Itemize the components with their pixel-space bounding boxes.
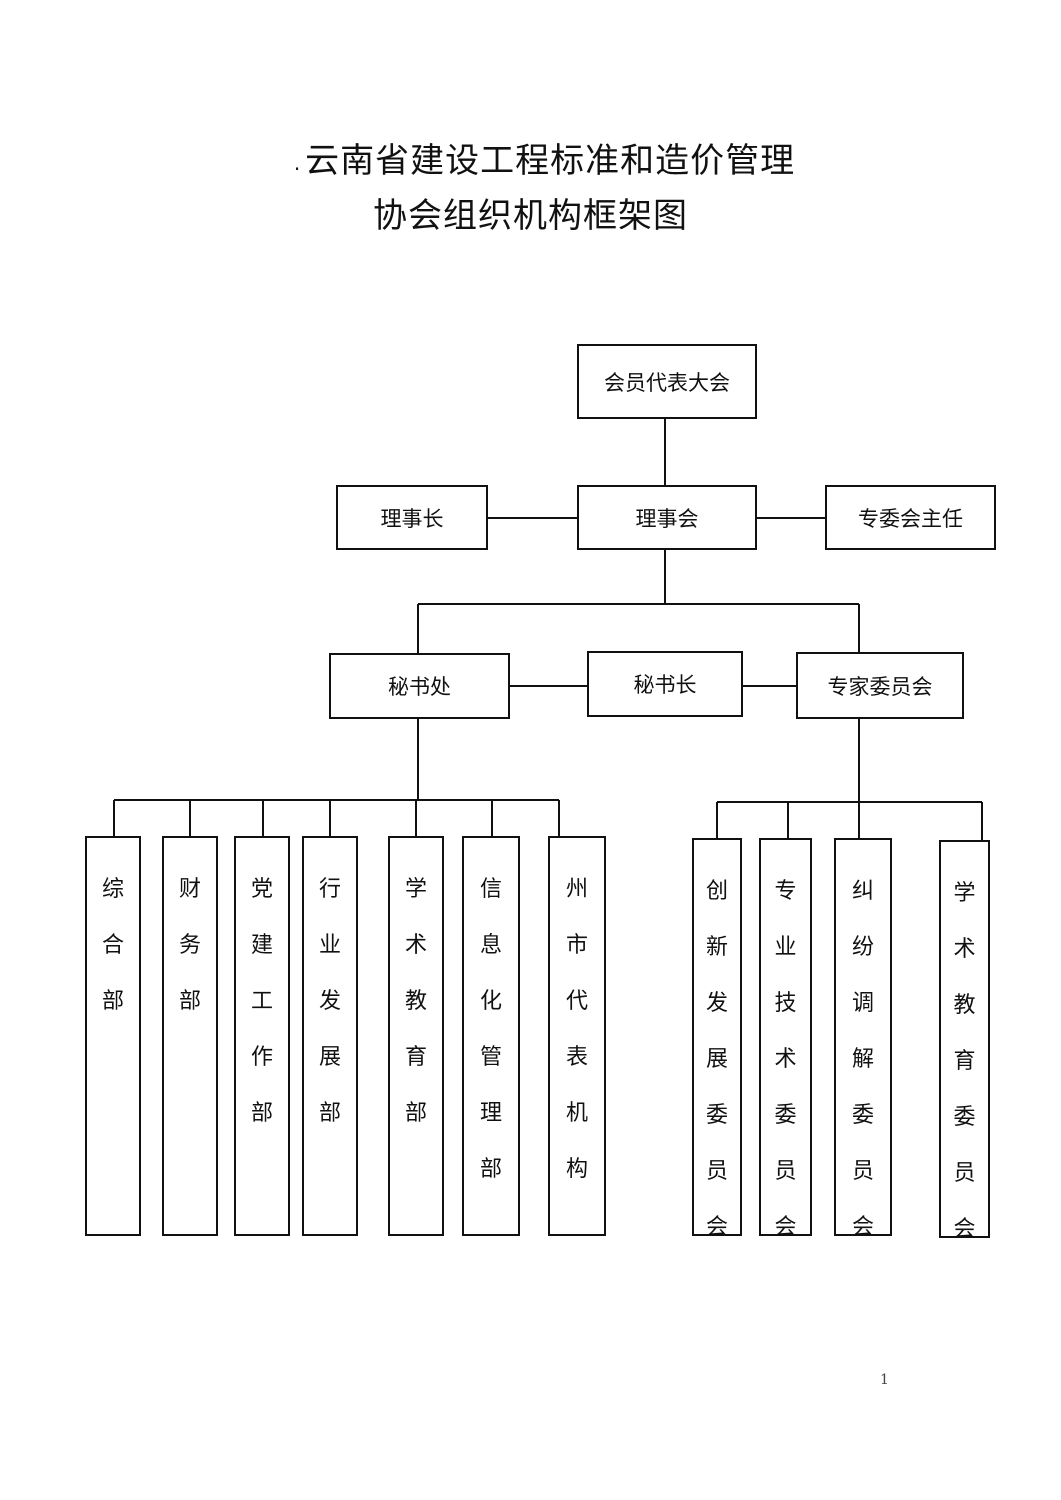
vertical-char: 表 xyxy=(565,1045,588,1070)
node-committee-director: 专委会主任 xyxy=(825,485,996,550)
committee-label: 创新发展委员会 xyxy=(694,864,740,1256)
vertical-char: 纷 xyxy=(851,935,874,960)
vertical-char: 部 xyxy=(404,1101,427,1126)
dept-box-7: 州市代表机构 xyxy=(548,836,606,1236)
dept-label: 信息化管理部 xyxy=(464,862,518,1198)
vertical-char: 理 xyxy=(479,1101,502,1126)
vertical-char: 机 xyxy=(565,1101,588,1126)
vertical-char: 员 xyxy=(774,1159,797,1184)
vertical-char: 育 xyxy=(953,1049,976,1074)
vertical-char: 建 xyxy=(250,933,273,958)
node-council: 理事会 xyxy=(577,485,757,550)
vertical-char: 展 xyxy=(705,1047,728,1072)
node-secretariat: 秘书处 xyxy=(329,653,510,719)
vertical-char: 财 xyxy=(178,877,201,902)
vertical-char: 会 xyxy=(774,1215,797,1240)
page-number: 1 xyxy=(880,1372,889,1388)
vertical-char: 教 xyxy=(953,993,976,1018)
committee-label: 学术教育委员会 xyxy=(941,866,988,1258)
page-title-line-2: 协会组织机构框架图 xyxy=(373,196,688,236)
vertical-char: 会 xyxy=(705,1215,728,1240)
title-text-1: 云南省建设工程标准和造价管理 xyxy=(305,141,796,181)
vertical-char: 学 xyxy=(404,877,427,902)
vertical-char: 部 xyxy=(318,1101,341,1126)
vertical-char: 行 xyxy=(318,877,341,902)
vertical-char: 业 xyxy=(774,935,797,960)
vertical-char: 术 xyxy=(404,933,427,958)
dept-box-5: 学术教育部 xyxy=(388,836,444,1236)
vertical-char: 育 xyxy=(404,1045,427,1070)
dept-label: 财务部 xyxy=(164,862,216,1030)
vertical-char: 市 xyxy=(565,933,588,958)
vertical-char: 务 xyxy=(178,933,201,958)
vertical-char: 部 xyxy=(479,1157,502,1182)
vertical-char: 发 xyxy=(318,989,341,1014)
vertical-char: 纠 xyxy=(851,879,874,904)
vertical-char: 构 xyxy=(565,1157,588,1182)
dept-label: 行业发展部 xyxy=(304,862,356,1142)
committee-label: 专业技术委员会 xyxy=(761,864,810,1256)
vertical-char: 员 xyxy=(953,1161,976,1186)
vertical-char: 部 xyxy=(250,1101,273,1126)
vertical-char: 化 xyxy=(479,989,502,1014)
vertical-char: 息 xyxy=(479,933,502,958)
vertical-char: 作 xyxy=(250,1045,273,1070)
vertical-char: 解 xyxy=(851,1047,874,1072)
vertical-char: 会 xyxy=(953,1217,976,1242)
vertical-char: 学 xyxy=(953,881,976,906)
vertical-char: 部 xyxy=(178,989,201,1014)
node-chairman: 理事长 xyxy=(336,485,488,550)
vertical-char: 会 xyxy=(851,1215,874,1240)
vertical-char: 专 xyxy=(774,879,797,904)
vertical-char: 工 xyxy=(250,989,273,1014)
title-prefix: . xyxy=(293,150,302,175)
vertical-char: 发 xyxy=(705,991,728,1016)
vertical-char: 部 xyxy=(101,989,124,1014)
committee-box-1: 创新发展委员会 xyxy=(692,838,742,1240)
dept-box-2: 财务部 xyxy=(162,836,218,1236)
vertical-char: 管 xyxy=(479,1045,502,1070)
vertical-char: 州 xyxy=(565,877,588,902)
node-expert-committee: 专家委员会 xyxy=(796,652,964,719)
dept-box-4: 行业发展部 xyxy=(302,836,358,1236)
vertical-char: 展 xyxy=(318,1045,341,1070)
vertical-char: 委 xyxy=(953,1105,976,1130)
vertical-char: 技 xyxy=(774,991,797,1016)
vertical-char: 员 xyxy=(851,1159,874,1184)
dept-box-1: 综合部 xyxy=(85,836,141,1236)
dept-label: 综合部 xyxy=(87,862,139,1030)
vertical-char: 委 xyxy=(851,1103,874,1128)
committee-box-4: 学术教育委员会 xyxy=(939,840,990,1242)
vertical-char: 新 xyxy=(705,935,728,960)
vertical-char: 委 xyxy=(774,1103,797,1128)
vertical-char: 党 xyxy=(250,877,273,902)
vertical-char: 合 xyxy=(101,933,124,958)
vertical-char: 教 xyxy=(404,989,427,1014)
dept-label: 州市代表机构 xyxy=(550,862,604,1198)
dept-box-3: 党建工作部 xyxy=(234,836,290,1236)
vertical-char: 调 xyxy=(851,991,874,1016)
committee-box-2: 专业技术委员会 xyxy=(759,838,812,1240)
vertical-char: 员 xyxy=(705,1159,728,1184)
page-title-line-1: .云南省建设工程标准和造价管理 xyxy=(14,133,1061,182)
vertical-char: 信 xyxy=(479,877,502,902)
vertical-char: 委 xyxy=(705,1103,728,1128)
vertical-char: 业 xyxy=(318,933,341,958)
dept-label: 学术教育部 xyxy=(390,862,442,1142)
node-member-assembly: 会员代表大会 xyxy=(577,344,757,419)
committee-label: 纠纷调解委员会 xyxy=(836,864,890,1256)
vertical-char: 术 xyxy=(774,1047,797,1072)
dept-box-6: 信息化管理部 xyxy=(462,836,520,1236)
node-secretary-general: 秘书长 xyxy=(587,651,743,717)
vertical-char: 术 xyxy=(953,937,976,962)
committee-box-3: 纠纷调解委员会 xyxy=(834,838,892,1240)
dept-label: 党建工作部 xyxy=(236,862,288,1142)
vertical-char: 代 xyxy=(565,989,588,1014)
vertical-char: 综 xyxy=(101,877,124,902)
vertical-char: 创 xyxy=(705,879,728,904)
